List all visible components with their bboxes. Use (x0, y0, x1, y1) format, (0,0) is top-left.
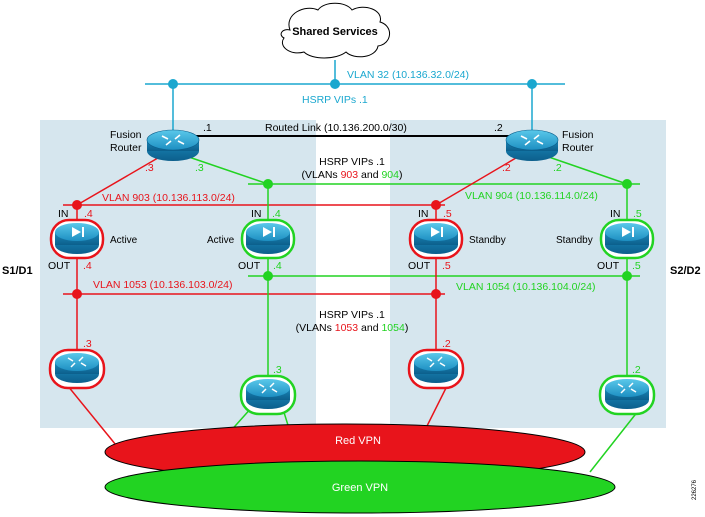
vlan903-label: VLAN 903 (10.136.113.0/24) (102, 192, 235, 204)
routed-link-left-ip: .1 (203, 122, 212, 134)
edge-router-2-icon (239, 374, 297, 416)
fusion-right-ip-red: .2 (502, 162, 511, 174)
fw4-in-ip: .5 (633, 208, 642, 220)
edge-router-4-icon (598, 374, 656, 416)
edge-router-4-ip: .2 (632, 364, 641, 376)
fw2-state: Active (207, 235, 235, 246)
bus-junctions (72, 179, 632, 299)
hsrp-lower-mid: and (358, 322, 381, 334)
hsrp-lower-suffix: ) (405, 322, 409, 334)
hsrp-vips-top: HSRP VIPs .1 (302, 94, 368, 106)
firewall-2 (240, 218, 296, 260)
vlan904-label: VLAN 904 (10.136.114.0/24) (465, 190, 598, 202)
firewall-play-icon (72, 227, 81, 237)
vlan32-label: VLAN 32 (10.136.32.0/24) (347, 69, 469, 81)
edge-router-2-ip: .3 (273, 364, 282, 376)
fusion-left-ip-green: .3 (195, 162, 204, 174)
fusion-left-label2: Router (110, 142, 142, 154)
fw3-state: Standby (469, 235, 506, 246)
edge-router-1-ip: .3 (83, 338, 92, 350)
fw4-out: OUT (597, 260, 620, 272)
hsrp-upper-line1: HSRP VIPs .1 (319, 156, 385, 168)
fw4-state: Standby (556, 235, 593, 246)
fusion-right-label1: Fusion (562, 129, 594, 141)
fw1-out-ip: .4 (83, 260, 92, 272)
site-right-label: S2/D2 (670, 265, 701, 277)
fusion-right-ip-green: .2 (553, 162, 562, 174)
firewall-3 (408, 218, 464, 260)
hsrp-lower-vlan1053: 1053 (335, 322, 359, 334)
firewall-4 (599, 218, 655, 260)
fusion-left-ip-red: .3 (145, 162, 154, 174)
firewall-play-icon (431, 227, 440, 237)
vlan32-bus (145, 60, 565, 130)
site-left-label: S1/D1 (2, 265, 33, 277)
fusion-router-left-icon (146, 129, 200, 161)
fw2-out: OUT (238, 260, 261, 272)
hsrp-lower-line1: HSRP VIPs .1 (319, 309, 385, 321)
fusion-links (76, 154, 628, 206)
hsrp-upper-prefix: (VLANs (301, 169, 340, 181)
vlan1054-label: VLAN 1054 (10.136.104.0/24) (456, 281, 596, 293)
edge-router-3-ip: .2 (442, 338, 451, 350)
firewall-play-icon (622, 227, 631, 237)
fw4-out-ip: .5 (632, 260, 641, 272)
fw2-out-ip: .4 (273, 260, 282, 272)
edge-router-1-icon (48, 348, 106, 390)
fw2-in: IN (251, 208, 262, 220)
fw1-state: Active (110, 235, 138, 246)
hsrp-upper-vlan903: 903 (341, 169, 359, 181)
figure-id: 226276 (692, 479, 698, 500)
green-vpn (104, 460, 616, 514)
fw3-in-ip: .5 (443, 208, 452, 220)
routed-link-right-ip: .2 (494, 122, 503, 134)
hsrp-upper-suffix: ) (399, 169, 403, 181)
green-vpn-label: Green VPN (332, 482, 388, 494)
fusion-left-label1: Fusion (110, 129, 142, 141)
cloud-label: Shared Services (292, 26, 378, 38)
routed-link-label: Routed Link (10.136.200.0/30) (265, 122, 407, 134)
hsrp-upper-line2: (VLANs 903 and 904) (301, 169, 402, 181)
hsrp-lower-vlan1054: 1054 (381, 322, 405, 334)
red-vpn-label: Red VPN (335, 435, 381, 447)
hsrp-upper-mid: and (358, 169, 381, 181)
shared-services-cloud: Shared Services (280, 2, 390, 59)
fw1-in-ip: .4 (84, 208, 93, 220)
fusion-router-right-icon (505, 129, 559, 161)
edge-router-3-icon (407, 348, 465, 390)
hsrp-lower-prefix: (VLANs (296, 322, 335, 334)
fusion-right-label2: Router (562, 142, 594, 154)
fw3-out: OUT (408, 260, 431, 272)
firewall-play-icon (263, 227, 272, 237)
fw3-in: IN (418, 208, 429, 220)
fw2-in-ip: .4 (272, 208, 281, 220)
fw1-in: IN (58, 208, 69, 220)
hsrp-lower-line2: (VLANs 1053 and 1054) (296, 322, 409, 334)
vlan1053-label: VLAN 1053 (10.136.103.0/24) (93, 279, 233, 291)
fw1-out: OUT (48, 260, 71, 272)
hsrp-upper-vlan904: 904 (381, 169, 399, 181)
fw4-in: IN (610, 208, 621, 220)
fw3-out-ip: .5 (442, 260, 451, 272)
firewall-1 (49, 218, 105, 260)
